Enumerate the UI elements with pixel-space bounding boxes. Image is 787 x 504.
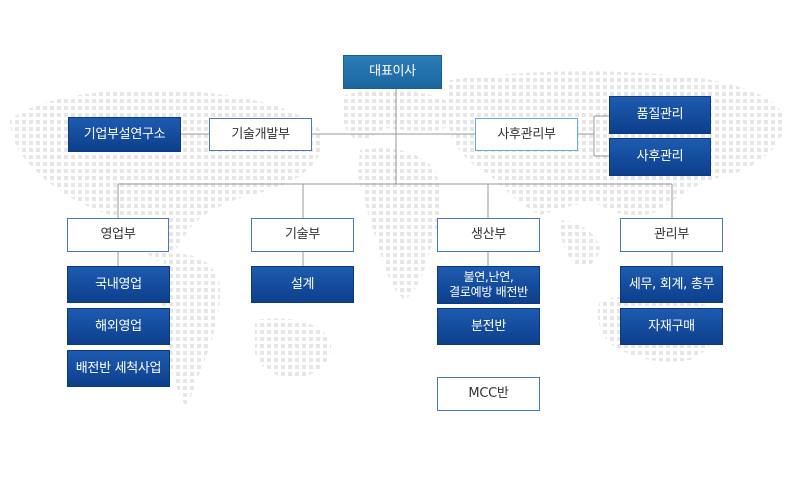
service-mgmt-label: 사후관리 (636, 149, 684, 164)
prod-switchboard-box: 불연,난연, 결로예방 배전반 (437, 266, 540, 304)
dept-production-label: 생산부 (471, 227, 506, 242)
dept-sales-box: 영업부 (67, 218, 169, 252)
prod-mcc-label: MCC반 (468, 386, 509, 401)
dept-admin-label: 관리부 (654, 227, 689, 242)
sales-cleaning-box: 배전반 세척사업 (67, 350, 170, 387)
admin-purchasing-label: 자재구매 (648, 318, 695, 334)
prod-distribution-box: 분전반 (437, 308, 540, 345)
rnd-lab-box: 기업부설연구소 (68, 117, 181, 152)
sales-overseas-label: 해외영업 (95, 318, 142, 334)
dept-tech-box: 기술부 (251, 218, 354, 252)
tech-dev-box: 기술개발부 (209, 118, 312, 151)
service-mgmt-box: 사후관리 (609, 138, 711, 176)
ceo-box: 대표이사 (343, 55, 442, 89)
prod-distribution-label: 분전반 (471, 318, 506, 334)
dept-production-box: 생산부 (437, 218, 540, 252)
rnd-lab-label: 기업부설연구소 (83, 126, 166, 142)
admin-accounting-box: 세무, 회계, 총무 (620, 266, 723, 303)
dept-sales-label: 영업부 (100, 227, 136, 242)
sales-domestic-label: 국내영업 (95, 276, 142, 292)
prod-mcc-box: MCC반 (437, 377, 540, 411)
tech-design-box: 설계 (251, 266, 354, 303)
sales-cleaning-label: 배전반 세척사업 (75, 360, 162, 376)
after-service-label: 사후관리부 (497, 126, 556, 142)
prod-switchboard-label: 불연,난연, 결로예방 배전반 (449, 270, 528, 299)
after-service-box: 사후관리부 (475, 118, 578, 151)
dept-tech-label: 기술부 (285, 227, 320, 242)
quality-mgmt-label: 품질관리 (636, 107, 684, 122)
ceo-label: 대표이사 (369, 64, 416, 79)
sales-overseas-box: 해외영업 (67, 308, 170, 345)
admin-purchasing-box: 자재구매 (620, 308, 723, 345)
dept-admin-box: 관리부 (620, 218, 723, 252)
quality-mgmt-box: 품질관리 (609, 96, 711, 134)
tech-design-label: 설계 (290, 276, 315, 292)
admin-accounting-label: 세무, 회계, 총무 (628, 276, 715, 292)
sales-domestic-box: 국내영업 (67, 266, 170, 303)
tech-dev-label: 기술개발부 (231, 126, 290, 142)
